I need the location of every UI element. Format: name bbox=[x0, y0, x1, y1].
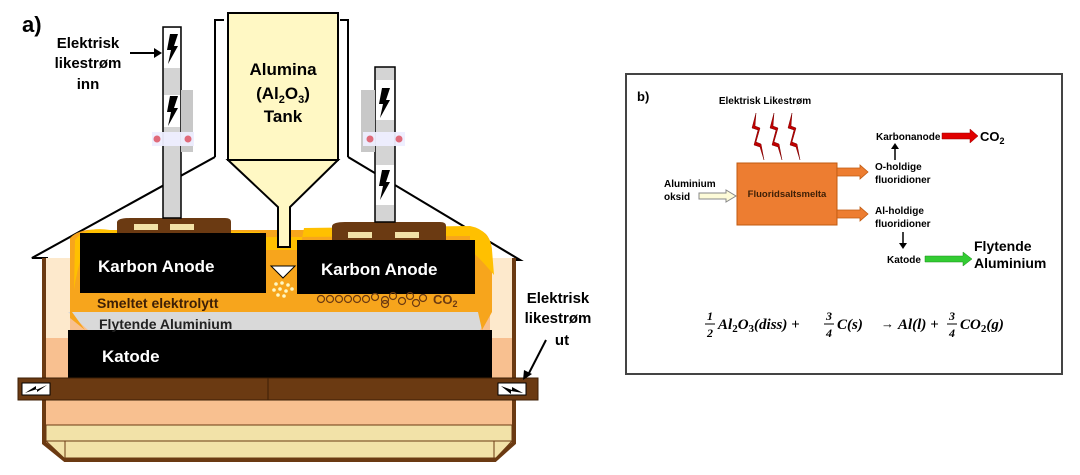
bolt-icon bbox=[769, 112, 783, 161]
co2-bubbles bbox=[316, 291, 428, 309]
eq-term2: C(s) bbox=[837, 317, 863, 333]
bolt-icon bbox=[751, 112, 765, 161]
anode-right bbox=[297, 240, 475, 294]
yoke-slot bbox=[134, 224, 158, 230]
panel-a-label: a) bbox=[22, 12, 42, 37]
product-line1: Flytende bbox=[974, 238, 1032, 254]
cathode-b-label: Katode bbox=[887, 255, 921, 266]
eq-term1: Al2O3(diss) + bbox=[717, 317, 800, 335]
bolt-icon bbox=[379, 170, 390, 200]
power-out-line3: ut bbox=[555, 332, 569, 349]
power-out-annotation: Elektrisk likestrøm ut bbox=[523, 290, 591, 380]
red-arrow bbox=[941, 128, 979, 144]
collector-bar bbox=[17, 377, 539, 401]
panel-a: a) Karbon Anode bbox=[17, 12, 591, 462]
power-in-line2: likestrøm bbox=[55, 55, 122, 72]
base-layer-1 bbox=[45, 424, 513, 442]
anode-rod-right bbox=[361, 66, 405, 223]
alumina-particles bbox=[272, 281, 294, 298]
reaction-equation: 1 2 Al2O3(diss) + 3 4 C(s) → Al(l) + 3 4… bbox=[705, 309, 1004, 340]
o-ion-arrow bbox=[836, 164, 869, 180]
green-arrow bbox=[924, 251, 973, 267]
aluminium-layer bbox=[68, 312, 490, 330]
bolt-icon bbox=[25, 385, 47, 393]
power-out-line2: likestrøm bbox=[525, 310, 592, 327]
arrow-up-icon bbox=[891, 143, 899, 149]
al-ions-line1: Al-holdige bbox=[875, 206, 924, 217]
arrow-down-left-icon bbox=[523, 370, 532, 380]
clamp-bolt bbox=[153, 135, 161, 143]
carbon-anode-label: Karbonanode bbox=[876, 132, 941, 143]
frac2-num: 3 bbox=[825, 309, 832, 323]
arrow-down-icon bbox=[899, 243, 907, 249]
clamp-bolt bbox=[395, 135, 403, 143]
power-in-line3: inn bbox=[77, 76, 100, 93]
power-out-line1: Elektrisk bbox=[527, 290, 590, 307]
tank-label-line3: Tank bbox=[264, 107, 303, 126]
clamp-bolt bbox=[366, 135, 374, 143]
lightning-bolts bbox=[751, 112, 801, 161]
product-line2: Aluminium bbox=[974, 255, 1046, 271]
sidewall-right-light bbox=[490, 258, 512, 338]
panel-b-label: b) bbox=[637, 89, 649, 104]
bolt-icon bbox=[501, 386, 523, 394]
anode-right-label: Karbon Anode bbox=[321, 260, 437, 279]
base-layer-2 bbox=[44, 440, 514, 459]
feed-arrow bbox=[269, 265, 297, 279]
yoke-slot bbox=[395, 232, 419, 238]
electrolyte-label: Smeltet elektrolytt bbox=[97, 295, 219, 311]
cathode-label: Katode bbox=[102, 347, 160, 366]
anode-left-label: Karbon Anode bbox=[98, 257, 214, 276]
frac3-den: 4 bbox=[948, 326, 955, 340]
sidewall-left-light bbox=[46, 258, 70, 338]
aluminium-label: Flytende Aluminium bbox=[99, 316, 232, 332]
eq-arrow: → bbox=[881, 316, 894, 331]
al-ion-arrow bbox=[836, 206, 869, 222]
anode-left bbox=[80, 233, 266, 293]
frac1-den: 2 bbox=[706, 326, 713, 340]
panel-b-frame bbox=[625, 73, 1063, 375]
panel-b: b) Elektrisk Likestrøm Fluoridsaltsmelta… bbox=[625, 73, 1063, 375]
yoke-slot bbox=[170, 224, 194, 230]
bolt-icon bbox=[787, 112, 801, 161]
bolt-icon bbox=[167, 34, 178, 64]
tank-label-line1: Alumina bbox=[249, 60, 317, 79]
tank-label-line2: (Al2O3) bbox=[256, 84, 310, 106]
al-ions-line2: fluoridioner bbox=[875, 219, 931, 230]
input-arrow bbox=[698, 189, 737, 203]
co2-label: CO2 bbox=[433, 292, 458, 309]
eq-term4: CO2(g) bbox=[960, 317, 1004, 335]
power-label: Elektrisk Likestrøm bbox=[719, 96, 811, 107]
frac1-num: 1 bbox=[707, 309, 713, 323]
o-ions-line2: fluoridioner bbox=[875, 175, 931, 186]
input-line1: Aluminium bbox=[664, 179, 716, 190]
o-ions-line1: O-holdige bbox=[875, 162, 922, 173]
frac2-den: 4 bbox=[825, 326, 832, 340]
fluoride-melt-label: Fluoridsaltsmelta bbox=[748, 189, 827, 200]
eq-term3: Al(l) + bbox=[897, 317, 939, 333]
anode-rod-left bbox=[152, 26, 194, 219]
fluoride-melt-box bbox=[736, 162, 838, 226]
co2-product: CO2 bbox=[980, 129, 1005, 146]
power-in-line1: Elektrisk bbox=[57, 35, 120, 52]
input-line2: oksid bbox=[664, 192, 690, 203]
cathode-block bbox=[68, 330, 492, 380]
bolt-icon bbox=[379, 88, 390, 118]
frac3-num: 3 bbox=[948, 309, 955, 323]
arrow-right-icon bbox=[154, 48, 162, 58]
clamp-bolt bbox=[184, 135, 192, 143]
yoke-slot bbox=[348, 232, 372, 238]
power-in-annotation: Elektrisk likestrøm inn bbox=[55, 35, 162, 93]
bolt-icon bbox=[167, 96, 178, 126]
alumina-tank: Alumina (Al2O3) Tank bbox=[225, 12, 341, 248]
